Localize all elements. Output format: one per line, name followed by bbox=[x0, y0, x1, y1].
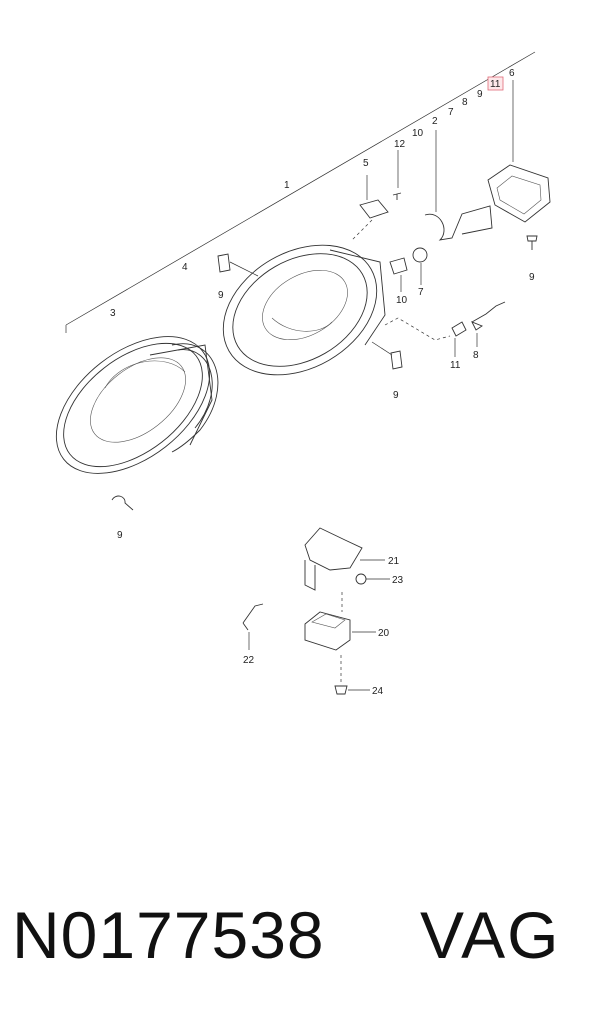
callout-9-upper-left: 9 bbox=[218, 290, 224, 301]
part-11-bulb bbox=[384, 317, 467, 357]
part-1-headlight-housing bbox=[222, 244, 386, 376]
callout-9-lower-left: 9 bbox=[117, 530, 123, 541]
callout-3: 3 bbox=[110, 308, 116, 319]
callout-7-top: 7 bbox=[448, 107, 454, 118]
callout-4: 4 bbox=[182, 262, 188, 273]
part-7-cap bbox=[412, 247, 428, 285]
callout-23: 23 bbox=[392, 575, 404, 586]
part-9-clip-upper-left bbox=[217, 253, 259, 277]
callout-9-top: 9 bbox=[477, 89, 483, 100]
callout-2: 2 bbox=[432, 116, 438, 127]
part-12-screw bbox=[392, 150, 402, 200]
callout-11-highlighted: 11 bbox=[490, 79, 501, 90]
callout-22: 22 bbox=[243, 655, 255, 666]
part-2-wiring-harness bbox=[424, 130, 493, 241]
part-9-clip-lower-left bbox=[111, 495, 134, 511]
callout-12: 12 bbox=[394, 139, 406, 150]
callout-9-right-screw: 9 bbox=[529, 272, 535, 283]
callout-1: 1 bbox=[284, 180, 290, 191]
part-10-bulb bbox=[389, 257, 408, 292]
caption-bar: N0177538 VAG bbox=[0, 885, 600, 995]
callout-21: 21 bbox=[388, 556, 400, 567]
callout-8-bottom: 8 bbox=[473, 350, 479, 361]
exploded-parts-diagram: 1 2 3 4 5 6 7 7 8 8 9 9 9 9 9 10 10 11 1… bbox=[55, 51, 551, 697]
callout-7-bottom: 7 bbox=[418, 287, 424, 298]
part-21-bracket bbox=[304, 527, 385, 591]
callout-10-bottom: 10 bbox=[396, 295, 408, 306]
part-number: N0177538 bbox=[12, 898, 325, 972]
highlight-box-11 bbox=[487, 76, 504, 91]
callout-24: 24 bbox=[372, 686, 384, 697]
assembly-bracket-line bbox=[65, 51, 536, 333]
part-9-screw-right bbox=[526, 235, 538, 250]
part-23-nut bbox=[355, 573, 390, 585]
part-8-connector bbox=[471, 301, 506, 347]
part-5-adjuster bbox=[351, 175, 389, 241]
callout-20: 20 bbox=[378, 628, 390, 639]
callout-5: 5 bbox=[363, 158, 369, 169]
callout-9-right-clip: 9 bbox=[393, 390, 399, 401]
callout-10-top: 10 bbox=[412, 128, 424, 139]
callout-6: 6 bbox=[509, 68, 515, 79]
part-22-cable bbox=[242, 603, 264, 650]
callout-11-bottom: 11 bbox=[450, 360, 461, 371]
brand-label: VAG bbox=[420, 898, 561, 972]
part-6-rear-cover bbox=[487, 80, 551, 223]
part-4-trim-strip bbox=[171, 343, 219, 453]
part-20-control-module bbox=[304, 592, 376, 651]
callout-8-top: 8 bbox=[462, 97, 468, 108]
part-9-clip-right bbox=[371, 341, 403, 370]
part-24-screw bbox=[334, 655, 370, 695]
part-3-lens-ring bbox=[55, 336, 213, 474]
